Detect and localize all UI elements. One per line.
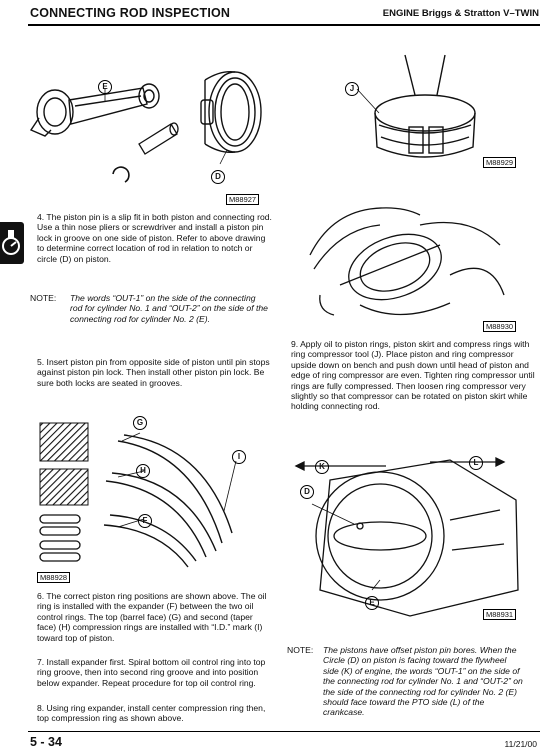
figure-piston-rings xyxy=(39,422,237,568)
callout-k: K xyxy=(315,460,329,474)
figure-piston-orientation xyxy=(294,456,519,617)
revision-date: 11/21/00 xyxy=(504,739,537,749)
figure-id-m88931: M88931 xyxy=(483,609,517,620)
engine-tab-icon xyxy=(2,230,20,255)
note-offset-pin: NOTE: The pistons have offset piston pin… xyxy=(287,645,523,718)
note-label: NOTE: xyxy=(30,293,57,303)
callout-f: F xyxy=(138,514,152,528)
figure-id-m88930: M88930 xyxy=(483,321,517,332)
note-text: The pistons have offset piston pin bores… xyxy=(323,645,523,718)
figure-ring-compressor xyxy=(356,54,476,158)
header-rule xyxy=(28,24,540,26)
note-label: NOTE: xyxy=(287,645,314,655)
note-out-marks: NOTE: The words “OUT-1” on the side of t… xyxy=(30,293,270,324)
callout-i: I xyxy=(232,450,246,464)
step-6: 6. The correct piston ring positions are… xyxy=(37,591,267,643)
step-9: 9. Apply oil to piston rings, piston ski… xyxy=(291,339,535,412)
callout-g: G xyxy=(133,416,147,430)
page-title: CONNECTING ROD INSPECTION xyxy=(30,6,231,20)
callout-l: L xyxy=(469,456,483,470)
step-4: 4. The piston pin is a slip fit in both … xyxy=(37,212,272,264)
figure-id-m88927: M88927 xyxy=(226,194,260,205)
engine-label: ENGINE Briggs & Stratton V–TWIN xyxy=(382,8,539,19)
callout-h: H xyxy=(136,464,150,478)
footer-rule xyxy=(28,731,540,732)
note-text: The words “OUT-1” on the side of the con… xyxy=(70,293,268,324)
section-tab xyxy=(0,222,24,264)
figure-connecting-rod-piston xyxy=(29,70,262,183)
step-8: 8. Using ring expander, install center c… xyxy=(37,703,266,724)
figure-piston-install xyxy=(309,207,505,316)
callout-j: J xyxy=(345,82,359,96)
step-5: 5. Insert piston pin from opposite side … xyxy=(37,357,270,388)
figure-id-m88928: M88928 xyxy=(37,572,71,583)
callout-d-fig5: D xyxy=(300,485,314,499)
step-7: 7. Install expander first. Spiral bottom… xyxy=(37,657,266,688)
callout-e-fig1: E xyxy=(98,80,112,94)
callout-d-fig1: D xyxy=(211,170,225,184)
callout-e-fig5: E xyxy=(365,596,379,610)
page-number: 5 - 34 xyxy=(30,735,62,749)
figure-id-m88929: M88929 xyxy=(483,157,517,168)
